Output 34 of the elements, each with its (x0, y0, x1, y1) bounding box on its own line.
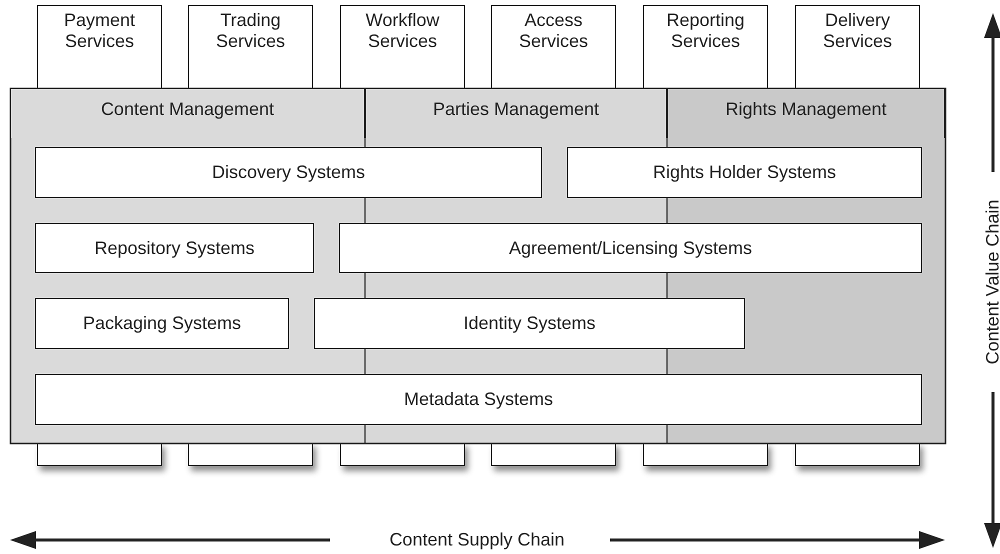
system-box (314, 298, 745, 349)
label-text: Parties Management (432, 99, 600, 120)
service-tab (340, 5, 465, 89)
label-text: Metadata Systems (404, 389, 554, 410)
management-band (10, 88, 365, 138)
label-text: Discovery Systems (212, 162, 366, 183)
label-text: Workflow Services (364, 10, 440, 52)
label-text: Reporting Services (665, 10, 746, 52)
system-box (35, 147, 542, 198)
label-text: Rights Holder Systems (652, 162, 836, 183)
service-tab (643, 5, 768, 89)
label-text: Repository Systems (94, 238, 255, 258)
axis-label: Content Value Chain (982, 200, 1000, 364)
label-text: Rights Management (724, 99, 888, 120)
label-text: Payment Services (62, 10, 136, 52)
label-text: Packaging Systems (82, 313, 242, 334)
label-text: Access Services (518, 10, 590, 52)
axis-label: Content Supply Chain (389, 530, 565, 550)
system-box (35, 374, 922, 425)
system-box (339, 223, 922, 273)
system-box (35, 298, 289, 349)
system-box (35, 223, 314, 273)
service-tab (37, 5, 162, 89)
management-band (667, 88, 945, 138)
label-text: Delivery Services (822, 10, 894, 52)
management-band (365, 88, 667, 138)
service-tab (188, 5, 313, 89)
label-text: Identity Systems (463, 313, 596, 334)
label-text: Content Management (100, 99, 276, 120)
service-tab (491, 5, 616, 89)
system-box (567, 147, 922, 198)
label-text: Agreement/Licensing Systems (508, 238, 752, 258)
label-text: Trading Services (214, 10, 286, 52)
service-tab (795, 5, 920, 89)
